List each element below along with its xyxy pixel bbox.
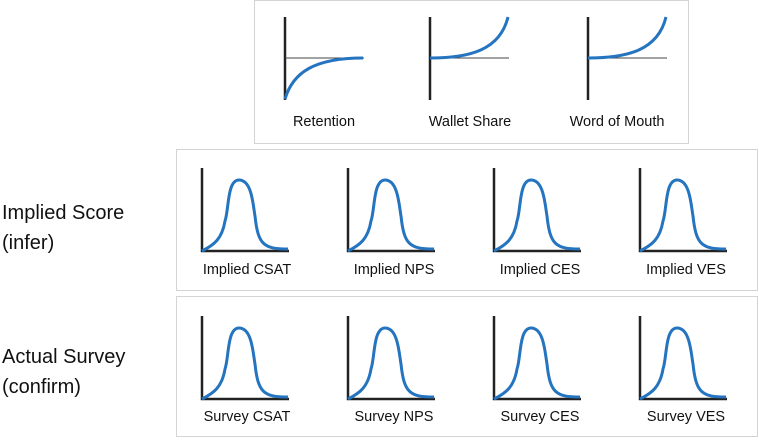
metric-label: Survey CSAT <box>203 409 291 425</box>
outcomes-panel <box>254 0 689 144</box>
row-title-actual: Actual Survey (confirm) <box>2 342 125 402</box>
axes <box>346 316 435 401</box>
metric-label: Implied NPS <box>353 262 435 278</box>
metric-label: Survey NPS <box>354 409 434 425</box>
bell-curve <box>201 178 289 253</box>
metric-label: Implied CSAT <box>202 262 292 278</box>
curve-retention <box>283 56 364 100</box>
outcome-label-word-of-mouth: Word of Mouth <box>569 114 665 130</box>
axes <box>200 316 289 401</box>
curve-wallet-share <box>429 16 510 60</box>
row-subtitle: (confirm) <box>2 376 81 398</box>
axes <box>638 168 727 253</box>
row-subtitle: (infer) <box>2 232 55 254</box>
row-title-implied: Implied Score (infer) <box>2 198 124 258</box>
row-title: Actual Survey <box>2 346 126 368</box>
metric-label: Implied VES <box>646 262 726 278</box>
bell-curve <box>493 178 581 253</box>
bell-curve <box>639 326 727 401</box>
actual-survey-panel <box>176 296 758 437</box>
axes <box>492 168 581 253</box>
outcome-label-wallet-share: Wallet Share <box>428 114 512 130</box>
axes <box>492 316 581 401</box>
bell-curve <box>347 326 435 401</box>
outcome-label-retention: Retention <box>292 114 356 130</box>
axes <box>638 316 727 401</box>
curve-word-of-mouth <box>587 16 668 60</box>
bell-curve <box>493 326 581 401</box>
metric-label: Survey CES <box>500 409 580 425</box>
metric-label: Implied CES <box>499 262 581 278</box>
implied-score-panel <box>176 149 758 291</box>
metric-label: Survey VES <box>646 409 726 425</box>
bell-curve <box>347 178 435 253</box>
axes <box>346 168 435 253</box>
bell-curve <box>639 178 727 253</box>
axes <box>200 168 289 253</box>
row-title: Implied Score <box>2 202 125 224</box>
bell-curve <box>201 326 289 401</box>
